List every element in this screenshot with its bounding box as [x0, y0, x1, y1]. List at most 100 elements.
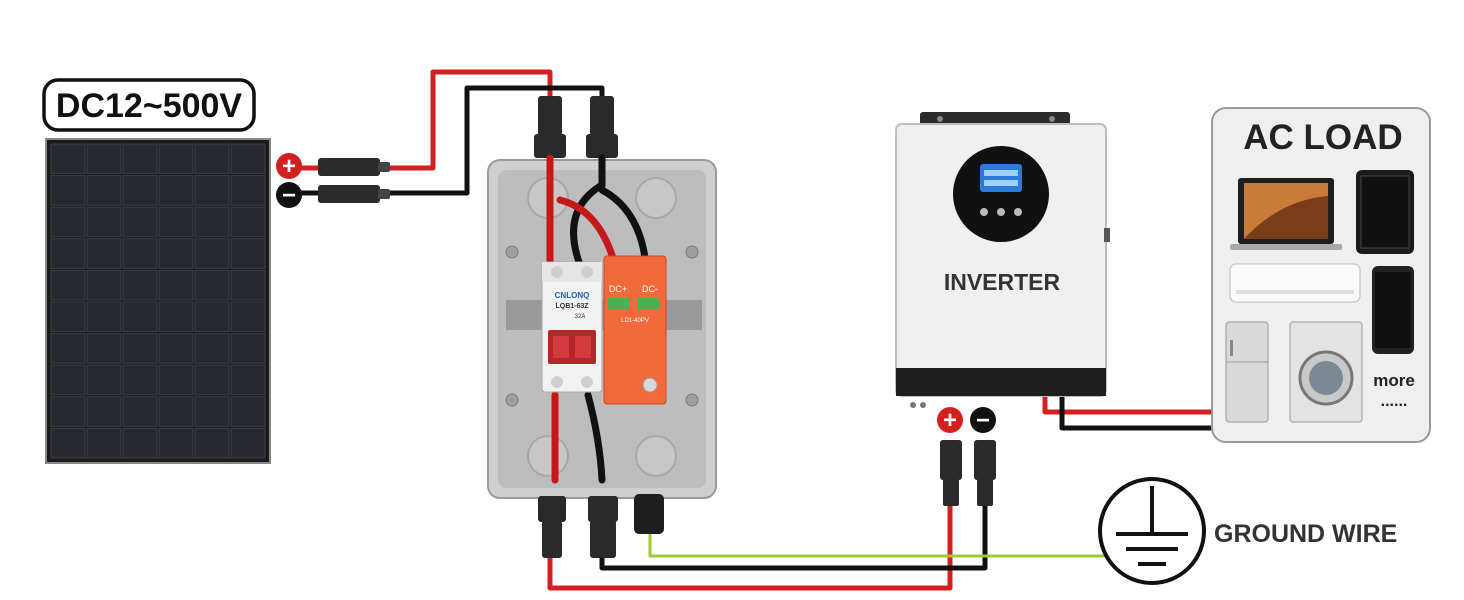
voltage-label: DC12~500V [56, 87, 243, 125]
solar-cell [50, 301, 86, 333]
spd-neg-label: DC- [642, 284, 658, 294]
plus-sign: + [943, 407, 957, 434]
solar-cell [230, 333, 266, 364]
solar-cell [122, 269, 158, 301]
solar-cell [122, 175, 158, 206]
surge-protector: DC+ DC- LD1-40PV [603, 255, 667, 405]
solar-cell [122, 427, 158, 459]
solar-cell [86, 175, 122, 206]
inverter-button[interactable] [1014, 208, 1022, 216]
solar-cell [194, 206, 230, 238]
minus-icon [276, 182, 302, 208]
minus-icon [970, 407, 996, 433]
solar-cell [50, 143, 86, 175]
refrigerator-icon [1225, 321, 1269, 423]
tablet-icon [1356, 170, 1414, 254]
dc-breaker: CNLONQ LQB1-63Z 32A [541, 261, 603, 393]
solar-cell [50, 333, 86, 364]
ac-load-panel: AC LOAD [1211, 107, 1431, 443]
solar-cell [158, 333, 194, 364]
solar-cell [158, 396, 194, 427]
air-conditioner-icon [1229, 263, 1361, 303]
solar-cell [158, 427, 194, 459]
solar-cell [194, 269, 230, 301]
inverter-button[interactable] [980, 208, 988, 216]
solar-cell [50, 364, 86, 396]
mc4-connector-panel [318, 158, 390, 203]
minus-sign: − [976, 407, 990, 434]
solar-cell [158, 143, 194, 175]
washing-machine-icon [1289, 321, 1363, 423]
inverter-display [953, 146, 1049, 242]
solar-cell [86, 206, 122, 238]
minus-sign: − [282, 182, 296, 209]
wire-ac-red [1042, 395, 1215, 415]
panel-polarity: + − [276, 153, 302, 209]
solar-cell [50, 396, 86, 427]
solar-cell [86, 427, 122, 459]
solar-cell [158, 301, 194, 333]
solar-cell [86, 333, 122, 364]
solar-cell [122, 238, 158, 269]
combiner-box: CNLONQ LQB1-63Z 32A DC+ DC- LD1-40PV [487, 96, 717, 558]
solar-cell [122, 333, 158, 364]
breaker-model: LQB1-63Z [555, 303, 589, 310]
breaker-brand: CNLONQ [555, 291, 590, 300]
solar-cell [86, 396, 122, 427]
solar-cell [194, 143, 230, 175]
wire-ac-black [1059, 395, 1215, 431]
solar-cell [194, 364, 230, 396]
more-label: more [1373, 371, 1415, 390]
ac-load-title: AC LOAD [1243, 118, 1402, 157]
mc4-connector-inverter [940, 440, 996, 506]
solar-cell [194, 333, 230, 364]
solar-cell [50, 206, 86, 238]
solar-cell [122, 396, 158, 427]
inverter-label: INVERTER [944, 269, 1061, 295]
laptop-icon [1230, 178, 1342, 250]
solar-cell [230, 206, 266, 238]
mc4-connector-bottom [538, 494, 664, 558]
solar-cell [230, 364, 266, 396]
solar-cell [158, 238, 194, 269]
solar-cell [122, 301, 158, 333]
phone-icon [1372, 266, 1414, 354]
spd-pos-label: DC+ [609, 284, 627, 294]
ground-label: GROUND WIRE [1214, 520, 1397, 548]
solar-cell [230, 238, 266, 269]
solar-cell [230, 396, 266, 427]
solar-cell [86, 143, 122, 175]
plus-sign: + [282, 153, 296, 180]
breaker-rating: 32A [575, 314, 586, 320]
solar-cell [86, 269, 122, 301]
solar-cell [50, 238, 86, 269]
more-dots: ...... [1381, 393, 1408, 410]
solar-cell [158, 206, 194, 238]
solar-cell [158, 364, 194, 396]
solar-cell [230, 175, 266, 206]
solar-cell [50, 269, 86, 301]
plus-icon [276, 153, 302, 179]
inverter: INVERTER + − [895, 112, 1110, 506]
solar-cell [230, 301, 266, 333]
solar-cell [86, 301, 122, 333]
solar-cell [122, 143, 158, 175]
spd-model: LD1-40PV [621, 318, 649, 324]
solar-cell [230, 427, 266, 459]
wire-ground [648, 400, 1110, 558]
solar-cell [194, 301, 230, 333]
solar-cell [158, 175, 194, 206]
solar-cell [50, 427, 86, 459]
solar-cell [122, 206, 158, 238]
solar-cell [86, 364, 122, 396]
mc4-connector-top [534, 96, 618, 158]
plus-icon [937, 407, 963, 433]
ground-icon [1098, 477, 1206, 585]
solar-cell [86, 238, 122, 269]
wire-inverter-positive [547, 505, 953, 591]
solar-cell [230, 269, 266, 301]
inverter-button[interactable] [997, 208, 1005, 216]
solar-cell [194, 238, 230, 269]
solar-cell [230, 143, 266, 175]
